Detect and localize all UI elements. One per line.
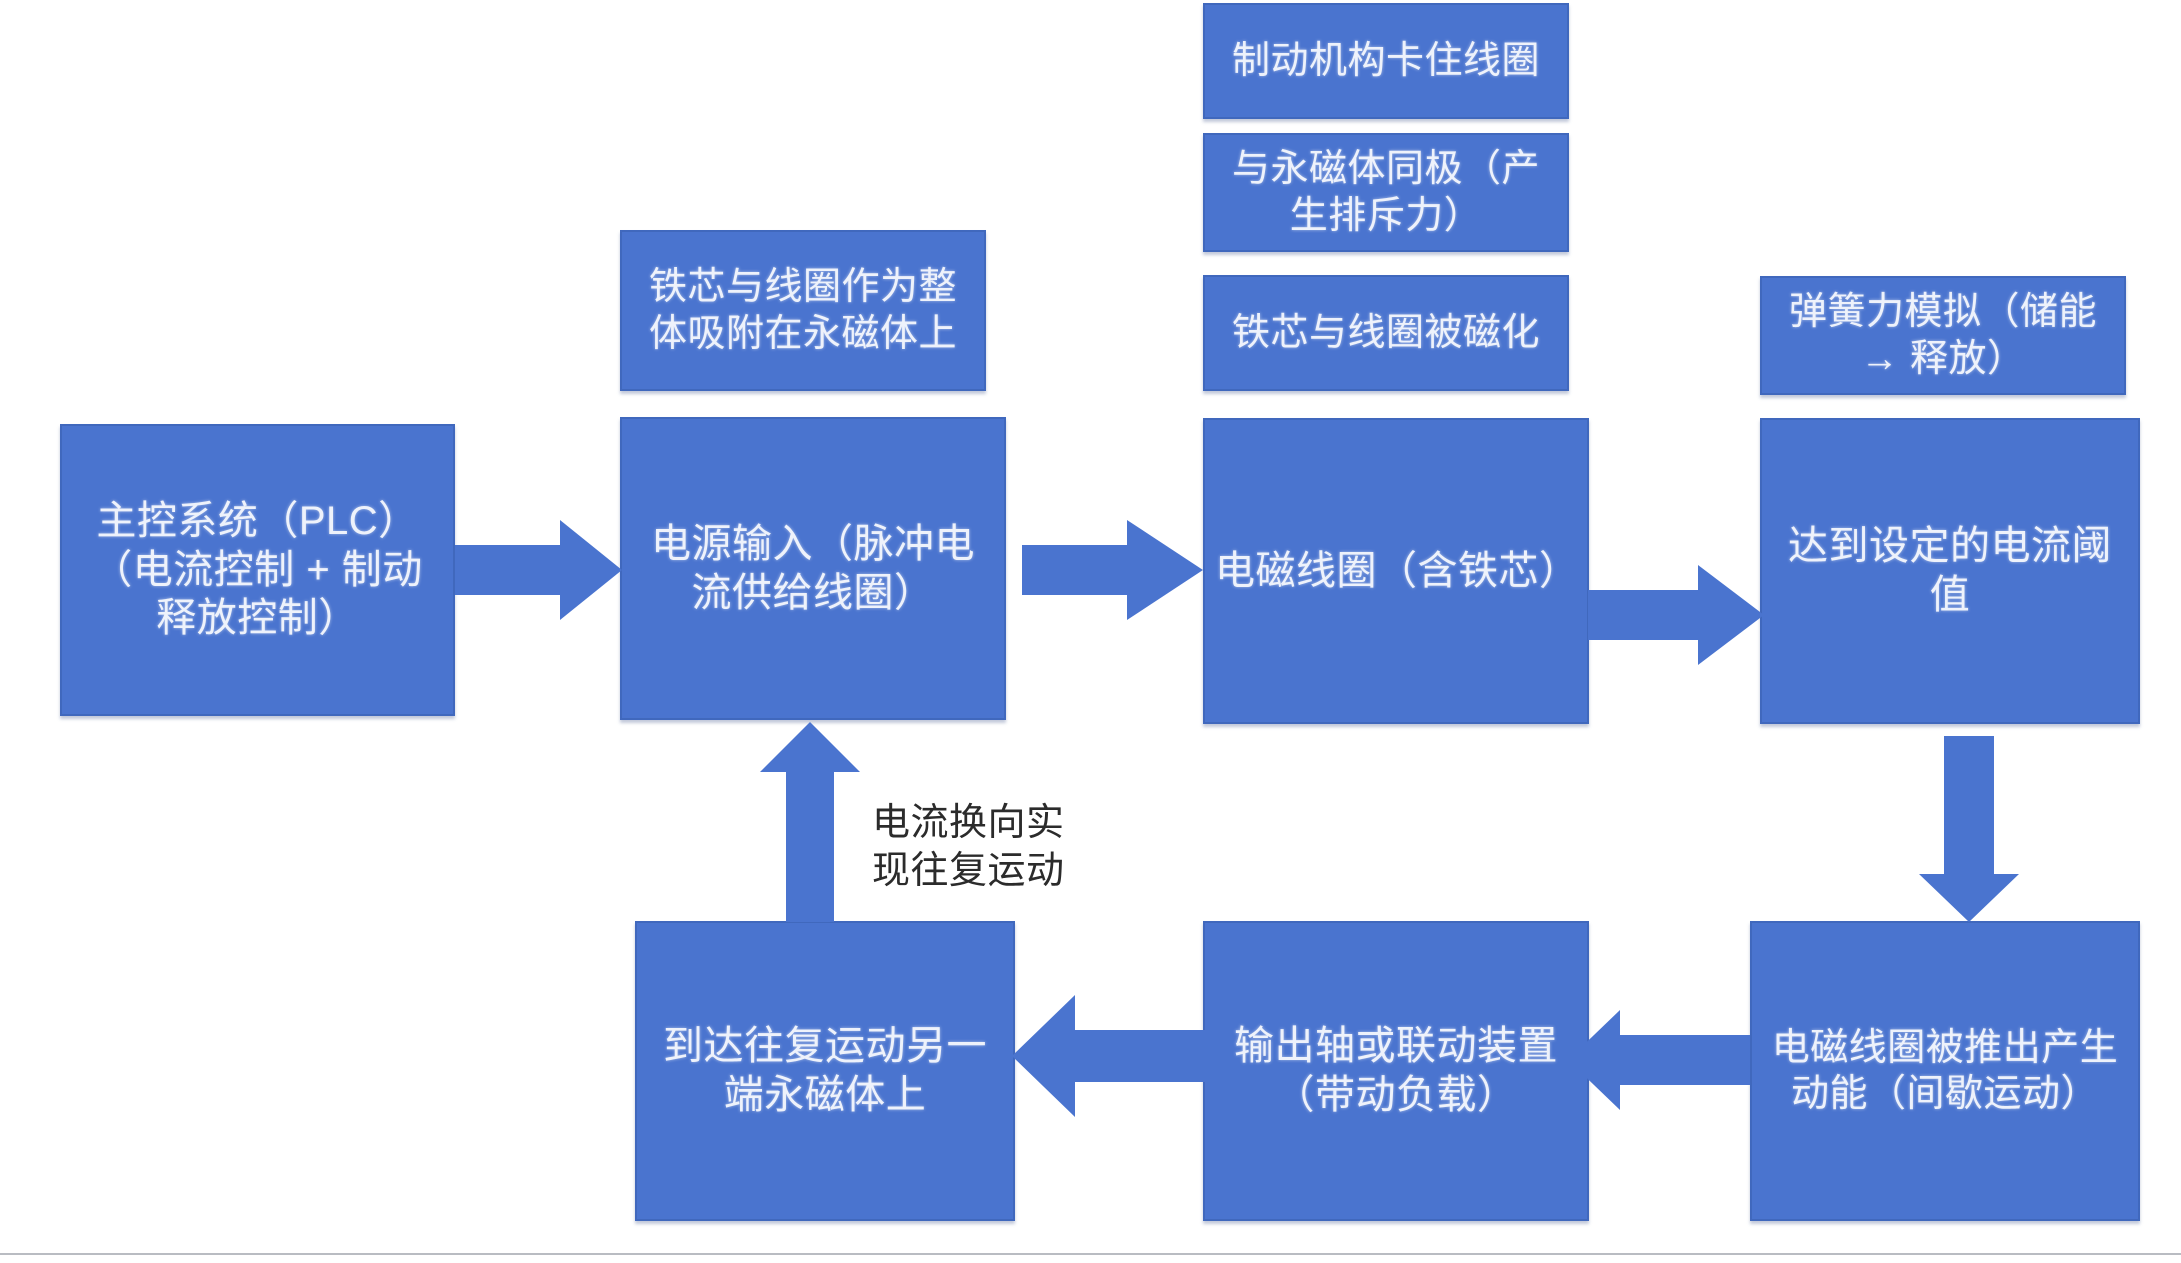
node-core-attached-label: 铁芯与线圈作为整体吸附在永磁体上 <box>648 266 957 355</box>
node-coil-pushed-label: 电磁线圈被推出产生动能（间歇运动） <box>1771 1026 2119 1115</box>
node-plc-label: 主控系统（PLC）（电流控制 + 制动释放控制） <box>92 498 423 641</box>
node-plc[interactable]: 主控系统（PLC）（电流控制 + 制动释放控制） <box>60 424 455 716</box>
node-power-input-label: 电源输入（脉冲电流供给线圈） <box>651 521 975 615</box>
node-brake-lock[interactable]: 制动机构卡住线圈 <box>1203 3 1569 119</box>
node-other-end-label: 到达往复运动另一端永磁体上 <box>663 1024 987 1117</box>
edge-label-reversal-line1: 电流换向实 <box>872 802 1065 844</box>
edge-label-reversal: 电流换向实 现往复运动 <box>872 800 1132 895</box>
node-output-shaft[interactable]: 输出轴或联动装置（带动负载） <box>1203 921 1589 1221</box>
node-magnetized[interactable]: 铁芯与线圈被磁化 <box>1203 275 1569 391</box>
node-coil-pushed[interactable]: 电磁线圈被推出产生动能（间歇运动） <box>1750 921 2140 1221</box>
node-brake-lock-label: 制动机构卡住线圈 <box>1231 39 1540 82</box>
node-output-shaft-label: 输出轴或联动装置（带动负载） <box>1234 1024 1558 1117</box>
node-threshold-label: 达到设定的电流阈值 <box>1788 524 2112 617</box>
edge-label-reversal-line2: 现往复运动 <box>872 849 1065 892</box>
node-spring-sim[interactable]: 弹簧力模拟（储能 → 释放） <box>1760 276 2126 395</box>
node-coil[interactable]: 电磁线圈（含铁芯） <box>1203 418 1589 724</box>
node-coil-label: 电磁线圈（含铁芯） <box>1215 548 1580 593</box>
node-same-pole-label: 与永磁体同极（产生排斥力） <box>1231 148 1540 237</box>
bottom-divider <box>0 1253 2181 1255</box>
node-core-attached[interactable]: 铁芯与线圈作为整体吸附在永磁体上 <box>620 230 986 391</box>
node-same-pole[interactable]: 与永磁体同极（产生排斥力） <box>1203 133 1569 252</box>
node-power-input[interactable]: 电源输入（脉冲电流供给线圈） <box>620 417 1006 720</box>
node-magnetized-label: 铁芯与线圈被磁化 <box>1231 311 1540 354</box>
node-spring-sim-label: 弹簧力模拟（储能 → 释放） <box>1788 291 2097 380</box>
node-threshold[interactable]: 达到设定的电流阈值 <box>1760 418 2140 724</box>
node-other-end[interactable]: 到达往复运动另一端永磁体上 <box>635 921 1015 1221</box>
